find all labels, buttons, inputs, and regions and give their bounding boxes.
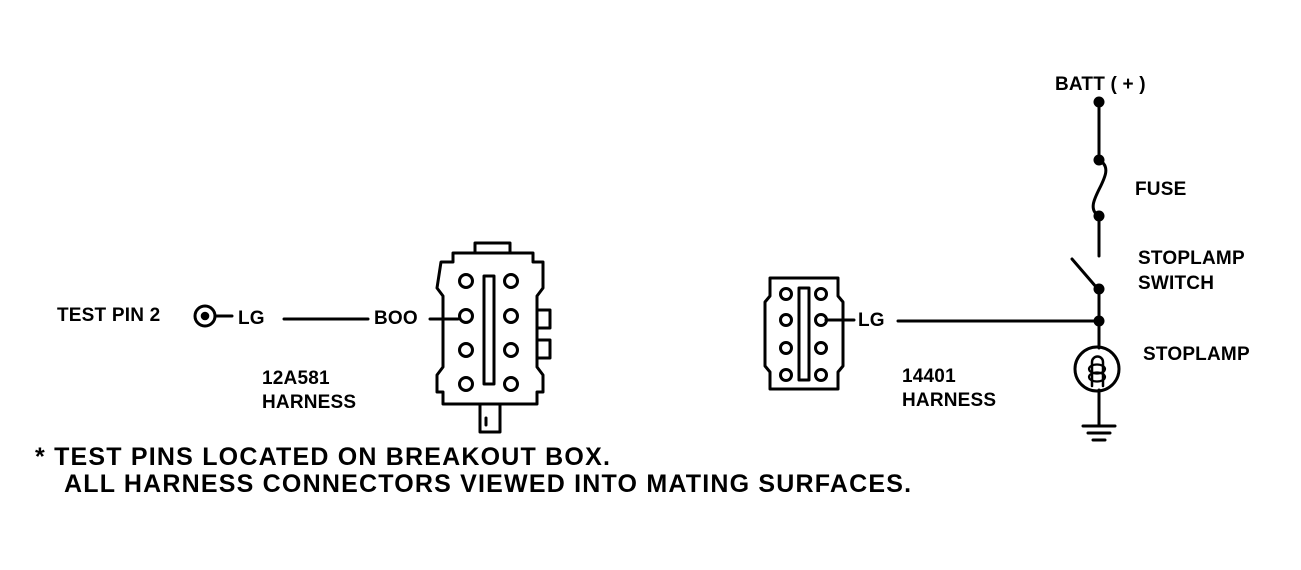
boo-label: BOO (374, 308, 418, 329)
stoplamp-label: STOPLAMP (1143, 344, 1250, 365)
stoplamp-bulb-icon (1073, 345, 1121, 393)
footnote-line1: * TEST PINS LOCATED ON BREAKOUT BOX. (35, 443, 612, 471)
junction-dots (1093, 96, 1105, 327)
fuse-icon (1091, 158, 1108, 218)
ground-symbol-icon (1081, 424, 1117, 442)
connector-12a581-icon (428, 241, 552, 434)
fuse-label: FUSE (1135, 179, 1187, 200)
batt-label: BATT ( + ) (1055, 74, 1146, 95)
harness-12a581-label: HARNESS (262, 392, 357, 413)
lg-left-label: LG (238, 308, 265, 329)
stoplamp-switch-label-line1: STOPLAMP (1138, 248, 1245, 269)
stoplamp-switch-label-line2: SWITCH (1138, 273, 1215, 294)
test-pin-terminal-icon (193, 304, 234, 328)
lg-right-label: LG (858, 310, 885, 331)
test-pin-label: TEST PIN 2 (57, 305, 161, 326)
harness-14401-id: 14401 (902, 366, 956, 387)
harness-14401-label: HARNESS (902, 390, 997, 411)
harness-12a581-id: 12A581 (262, 368, 330, 389)
connector-14401-icon (763, 276, 856, 391)
footnote-line2: ALL HARNESS CONNECTORS VIEWED INTO MATIN… (64, 470, 913, 498)
stoplamp-switch-icon (1070, 257, 1099, 290)
